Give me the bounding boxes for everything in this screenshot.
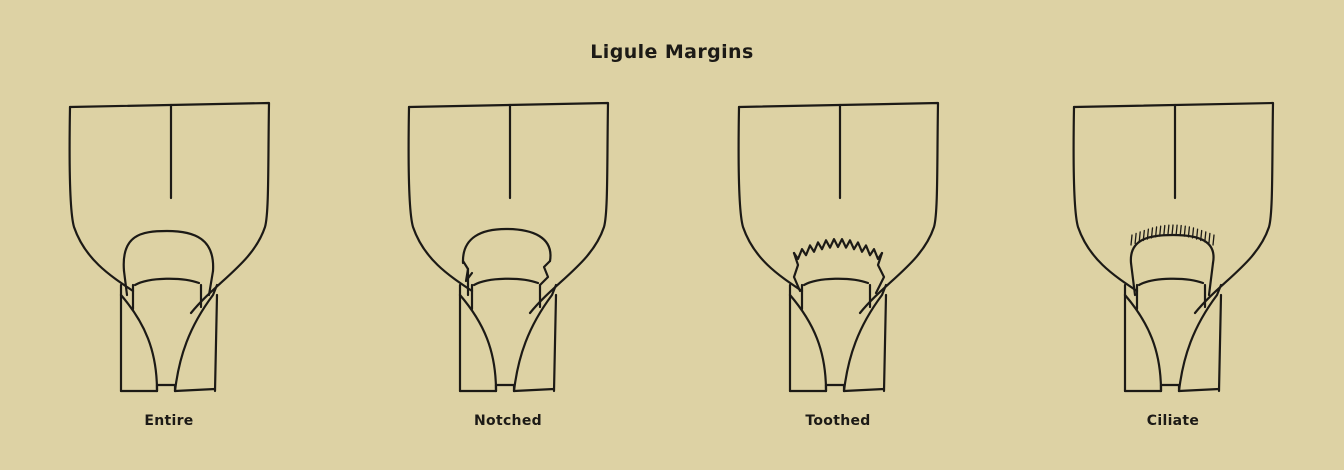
caption-entire: Entire (144, 413, 194, 429)
sheath-bottom-right (173, 387, 217, 393)
sheath-wrap-curve (1177, 283, 1223, 393)
sheath-right-edge (882, 293, 888, 393)
ligule-inner-band (472, 277, 540, 287)
ligule-cilium (1146, 228, 1150, 240)
ligule-cilium (1204, 231, 1207, 243)
ligule-cilium (1142, 229, 1145, 242)
sheath-right-edge (552, 293, 558, 393)
ligule-figure-entire: Entire (49, 95, 289, 440)
ligule-margin-ciliate (1129, 233, 1215, 265)
ligule-cilium (1130, 234, 1133, 246)
ligule-right-edge (207, 269, 215, 297)
leaf-blade-right-edge (1072, 101, 1275, 315)
ligule-left-edge (792, 251, 802, 293)
ligule-cilium (1138, 231, 1141, 243)
ligule-margin-entire (122, 229, 215, 273)
ligule-cilium (1159, 225, 1162, 237)
ligule-margin-top (461, 227, 552, 265)
stem-opening (1159, 383, 1181, 393)
leaf-blade-left-edge (68, 105, 135, 293)
ligule-notch-right (538, 259, 552, 287)
sheath-right-edge (213, 293, 219, 393)
leaf-blade-right-edge (737, 101, 940, 315)
leaf-blade-left-edge (737, 105, 804, 293)
stem-opening (155, 383, 177, 393)
ligule-ciliate-drawing (1072, 101, 1275, 393)
ligule-cilium (1150, 227, 1154, 239)
ligule-margin-toothed (792, 238, 884, 261)
ligule-inner-band (133, 277, 201, 287)
ligule-cilium (1167, 224, 1170, 236)
caption-ciliate: Ciliate (1146, 413, 1200, 429)
sheath-bottom-right (1177, 387, 1221, 393)
sheath-inner-curve (1123, 293, 1163, 393)
sheath-bottom-right (842, 387, 886, 393)
ligule-cilium (1134, 232, 1137, 245)
caption-notched: Notched (474, 413, 542, 429)
sheath-wrap-curve (173, 283, 219, 393)
ligule-inner-band (802, 277, 870, 287)
leaf-blade-left-edge (1072, 105, 1139, 293)
ligule-cilium (1154, 226, 1158, 238)
sheath-inner-curve (119, 293, 159, 393)
ligule-inner-band (1137, 277, 1205, 287)
sheath-inner-curve (788, 293, 828, 393)
sheath-wrap-curve (842, 283, 888, 393)
ligule-cilium (1187, 226, 1191, 238)
stem-opening (824, 383, 846, 393)
ligule-cilium (1195, 228, 1199, 240)
ligule-cilium (1179, 224, 1182, 237)
stem-opening (494, 383, 516, 393)
ligule-toothed-drawing (737, 101, 940, 393)
diagram-title: Ligule Margins (590, 41, 754, 63)
ligule-figure-notched: Notched (388, 95, 628, 440)
sheath-inner-curve (458, 293, 498, 393)
ligule-left-edge (1129, 261, 1137, 297)
leaf-blade-right-edge (407, 101, 610, 315)
ligule-cilium (1200, 229, 1203, 242)
ligule-cilium (1175, 224, 1178, 236)
ligule-cilium (1212, 234, 1215, 246)
sheath-bottom-right (512, 387, 556, 393)
ligule-figure-toothed: Toothed (718, 95, 958, 440)
caption-toothed: Toothed (805, 413, 871, 429)
ligule-notched-drawing (407, 101, 610, 393)
ligule-right-edge (874, 251, 886, 295)
ligule-entire-drawing (68, 101, 271, 393)
sheath-wrap-curve (512, 283, 558, 393)
ligule-cilium (1183, 225, 1186, 237)
ligule-cilium (1163, 224, 1166, 237)
ligule-cilium (1191, 227, 1195, 239)
ligule-figure-ciliate: Ciliate (1053, 95, 1293, 440)
sheath-right-edge (1217, 293, 1223, 393)
ligule-left-edge (122, 269, 129, 297)
leaf-blade-right-edge (68, 101, 271, 315)
ligule-cilium (1171, 224, 1174, 236)
ligule-cilium (1208, 232, 1211, 245)
leaf-blade-left-edge (407, 105, 474, 293)
ligule-right-edge (1207, 261, 1215, 297)
